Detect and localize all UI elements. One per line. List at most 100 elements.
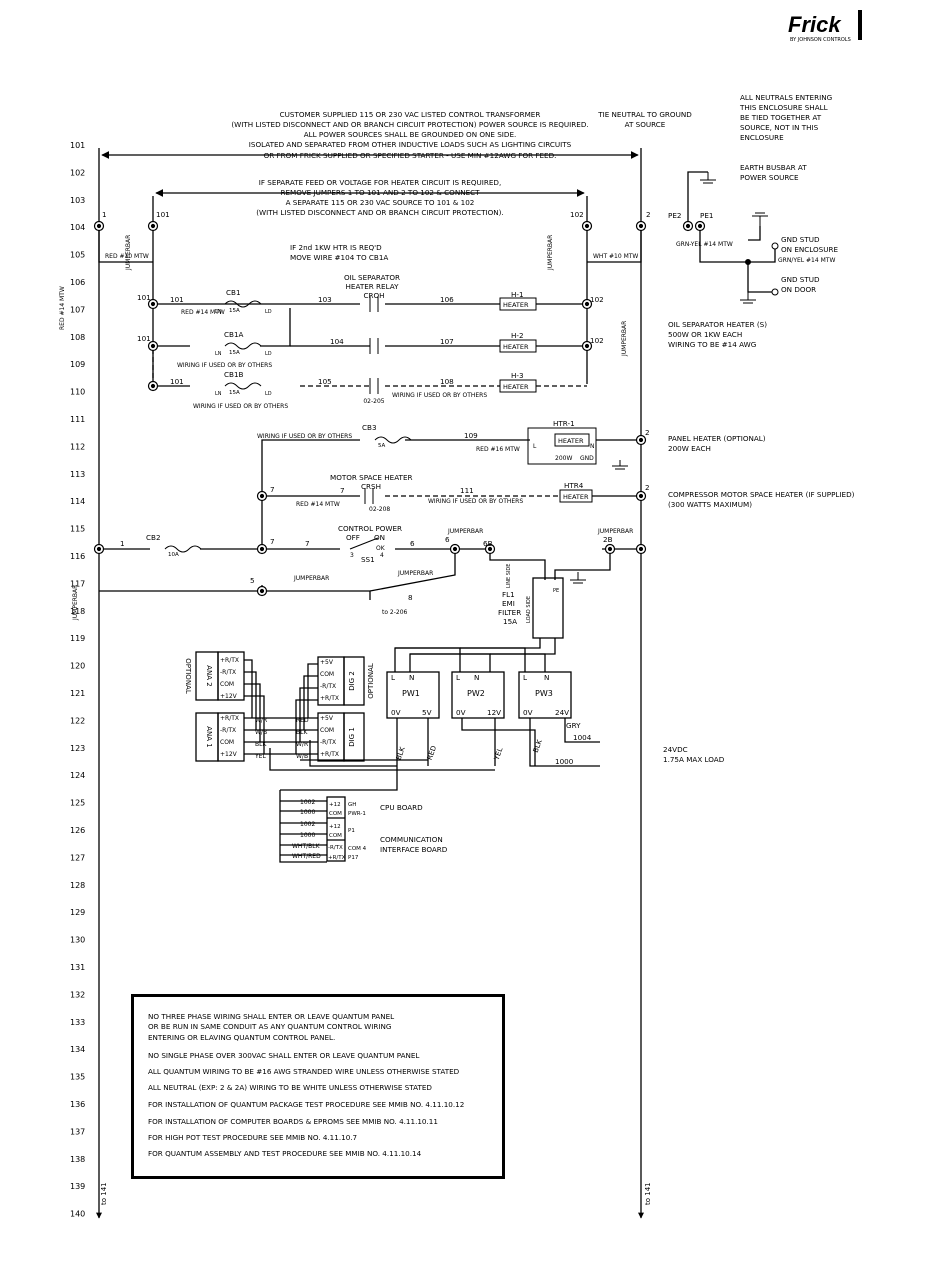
ana2-pin: -R/TX — [220, 669, 236, 676]
h1-box — [499, 297, 537, 311]
row-number: 126 — [70, 826, 85, 835]
terminal-center — [638, 493, 644, 499]
pw1-box — [386, 671, 440, 719]
wire-1004: 1004 — [573, 733, 592, 742]
row-number: 101 — [70, 141, 85, 150]
pw2-12v: 12V — [487, 708, 501, 717]
row-number: 139 — [70, 1182, 85, 1191]
wire-red-dig: RED — [296, 717, 309, 724]
to-141-left: to 141 — [100, 1182, 108, 1205]
cb1a-label: CB1A — [224, 330, 244, 339]
htr1-label: HTR-1 — [553, 419, 575, 428]
row-number: 113 — [70, 470, 85, 479]
cpu-conn: P17 — [348, 855, 359, 861]
symbols — [164, 296, 628, 553]
htr1-n: N — [590, 443, 595, 450]
wire-red14-c: RED #14 MTW — [296, 501, 340, 508]
terminal-center — [150, 301, 156, 307]
terminal-center — [584, 301, 590, 307]
note-line: NO THREE PHASE WIRING SHALL ENTER OR LEA… — [148, 1012, 394, 1021]
h3-heater: HEATER — [503, 383, 529, 391]
wire-yel-ana: YEL — [254, 753, 266, 760]
note-line: NO SINGLE PHASE OVER 300VAC SHALL ENTER … — [148, 1051, 419, 1060]
filter-load: LOAD SIDE — [526, 596, 532, 623]
pw1-name: PW1 — [402, 689, 420, 698]
row-number: 106 — [70, 278, 85, 287]
term-2-b: 2 — [645, 428, 650, 437]
term-1-label: 1 — [102, 210, 107, 219]
pe1-label: PE1 — [700, 211, 713, 220]
term-6b-label: 6B — [483, 539, 493, 548]
cp-n4: 4 — [380, 552, 384, 559]
terminal-center — [685, 223, 691, 229]
h3-label: H-3 — [511, 371, 524, 380]
cpu-pin: +R/TX — [328, 855, 346, 861]
neutral-note: THIS ENCLOSURE SHALL — [739, 103, 828, 112]
note-line: ALL QUANTUM WIRING TO BE #16 AWG STRANDE… — [148, 1067, 460, 1076]
jumperbar-118: JUMPERBAR — [397, 570, 433, 577]
pw2-name: PW2 — [467, 689, 485, 698]
ana1-pin: COM — [220, 739, 234, 746]
filter-pe: PE — [553, 588, 559, 594]
neutral-note: BE TIED TOGETHER AT — [740, 113, 822, 122]
relay-ref: 02-205 — [363, 398, 384, 405]
row-number: 118 — [70, 607, 85, 616]
terminals — [93, 220, 706, 597]
w8: 8 — [408, 593, 413, 602]
h1-heater: HEATER — [503, 301, 529, 309]
row-number: 109 — [70, 360, 85, 369]
w111: 111 — [460, 486, 474, 495]
note-line: FOR HIGH POT TEST PROCEDURE SEE MMIB NO.… — [148, 1133, 357, 1142]
ana2-box — [217, 651, 245, 701]
panel-heater-note: PANEL HEATER (OPTIONAL) — [668, 434, 766, 443]
crsh-name: CRSH — [361, 482, 381, 491]
ana2-optional: OPTIONAL — [184, 658, 192, 694]
row-number: 115 — [70, 525, 85, 534]
cb2-symbol — [164, 545, 202, 553]
w101-c: 101 — [137, 334, 151, 343]
ground-wire-1: GRN-YEL #14 MTW — [676, 241, 733, 248]
wire-wht10: WHT #10 MTW — [593, 253, 638, 260]
cb1a-ld: LD — [265, 351, 272, 357]
motor-heater-note: COMPRESSOR MOTOR SPACE HEATER (IF SUPPLI… — [668, 490, 855, 499]
terminal-center — [150, 383, 156, 389]
dig1-name: DIG 1 — [348, 727, 356, 747]
cpu-pin: +12 — [329, 802, 341, 808]
cpu-pin: +12 — [329, 824, 341, 830]
ana1-box — [217, 712, 245, 762]
motor-space-heater: MOTOR SPACE HEATER — [330, 473, 413, 482]
w107: 107 — [440, 337, 454, 346]
note-line: ENTERING OR ELAVING QUANTUM CONTROL PANE… — [148, 1033, 335, 1042]
header-note-1-line: CUSTOMER SUPPLIED 115 OR 230 VAC LISTED … — [280, 110, 541, 119]
row-number: 124 — [70, 771, 85, 780]
wire-blk-ana: BLK — [255, 741, 267, 748]
row-number: 123 — [70, 744, 85, 753]
used-by-others-1: WIRING IF USED OR BY OTHERS — [177, 362, 272, 369]
dig2-id — [343, 656, 365, 706]
row-number: 107 — [70, 305, 85, 314]
wire-red10: RED #10 MTW — [105, 253, 149, 260]
stud-enclosure: ON ENCLOSURE — [781, 245, 838, 254]
cb2-label: CB2 — [146, 533, 161, 542]
row-number: 130 — [70, 936, 85, 945]
dig2-pin: -R/TX — [320, 683, 336, 690]
cp-n3: 3 — [350, 552, 354, 559]
dig1-pin: -R/TX — [320, 739, 336, 746]
control-power: CONTROL POWER — [338, 524, 402, 533]
h3-box — [499, 379, 537, 393]
w1-main: 1 — [120, 539, 125, 548]
used-by-others-5: WIRING IF USED OR BY OTHERS — [428, 498, 523, 505]
ana1-pin: +R/TX — [220, 715, 239, 722]
earth-busbar: POWER SOURCE — [740, 173, 799, 182]
w108: 108 — [440, 377, 454, 386]
h2-box — [499, 339, 537, 353]
cpu-pin: COM — [329, 811, 342, 817]
notes-box — [131, 994, 505, 1179]
terminal-center — [96, 223, 102, 229]
header-note-1-line: ISOLATED AND SEPARATED FROM OTHER INDUCT… — [249, 140, 572, 149]
jumperbar-102: JUMPERBAR — [547, 235, 554, 271]
row-number: 140 — [70, 1210, 85, 1219]
term-2-c: 2 — [645, 483, 650, 492]
dig2-pin: +5V — [320, 659, 334, 666]
